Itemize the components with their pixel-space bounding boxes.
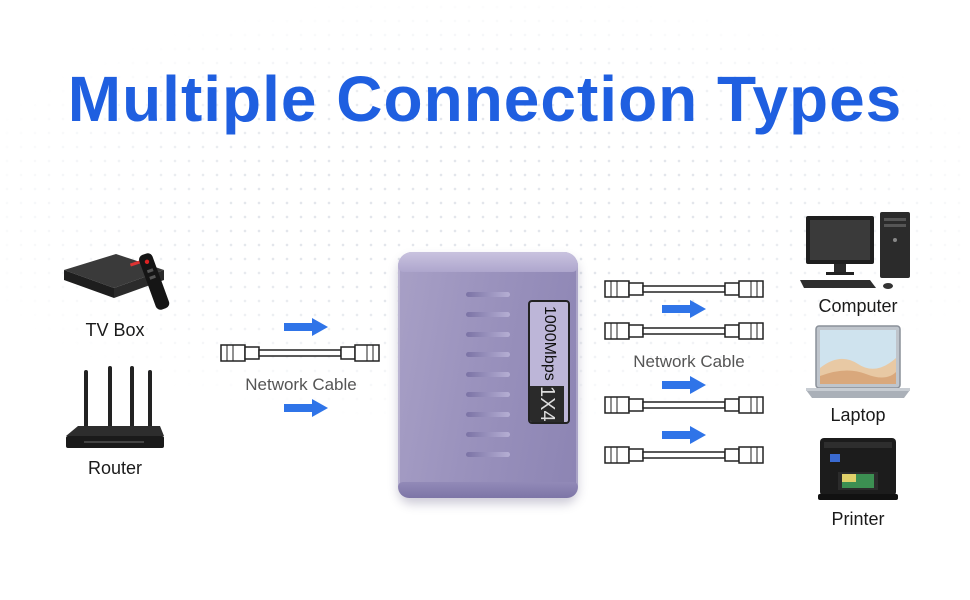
network-cable-right-3 [604,396,764,414]
tv-box-label: TV Box [85,320,145,340]
network-cable-right-1 [604,280,764,298]
printer-label: Printer [831,509,885,529]
network-cable-left [220,344,380,362]
switch-grip-line [466,452,510,457]
router-label: Router [87,458,143,478]
arrow-right-icon [284,318,328,336]
arrow-right-icon [284,399,328,417]
ethernet-switch [398,252,578,498]
laptop-icon [806,325,910,398]
arrow-right-icon [662,300,706,318]
arrow-right-icon [662,426,706,444]
computer-label: Computer [818,296,898,316]
switch-grip-line [466,372,510,377]
network-cable-right-4 [604,446,764,464]
switch-spec-badge: 1000Mbps 1X4 [528,300,570,424]
switch-grip-line [466,352,510,357]
printer-icon [818,438,898,500]
arrow-right-icon [662,376,706,394]
switch-grip-line [466,332,510,337]
switch-grip-line [466,392,510,397]
switch-grip-line [466,412,510,417]
switch-ports-label: 1X4 [530,386,564,422]
network-cable-right-label: Network Cable [633,352,745,371]
laptop-label: Laptop [830,405,886,425]
switch-bottom-rim [398,482,578,498]
switch-grip-line [466,432,510,437]
switch-grip-line [466,312,510,317]
switch-grip-line [466,292,510,297]
router-icon [66,366,164,448]
switch-top-rim [398,252,578,272]
network-cable-right-2 [604,322,764,340]
page-title: Multiple Connection Types [67,63,903,135]
switch-speed-label: 1000Mbps [541,305,558,381]
tv-box-icon [64,253,170,310]
network-cable-left-label: Network Cable [245,375,357,394]
computer-icon [800,212,910,289]
